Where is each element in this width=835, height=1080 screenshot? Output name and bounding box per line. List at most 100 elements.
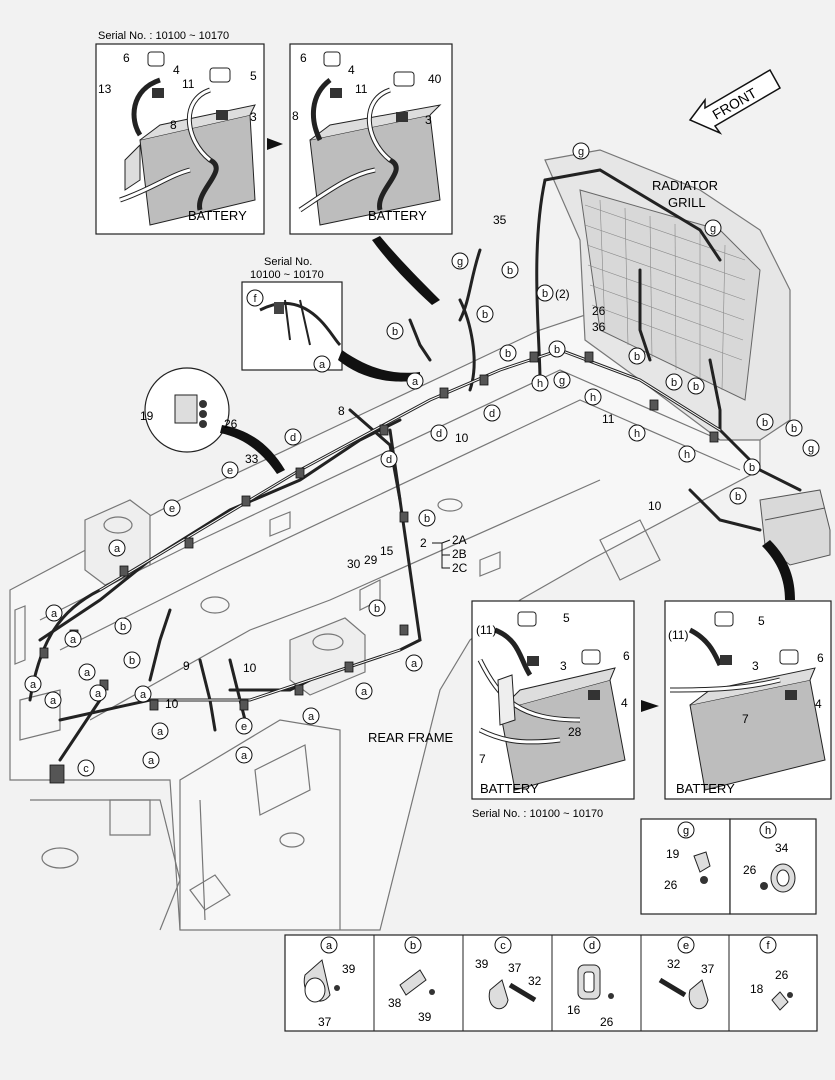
bottom-box-b-letter: b xyxy=(410,940,416,952)
pointer-bottom-inset xyxy=(762,540,795,600)
bottom-detail-boxes xyxy=(284,934,818,1032)
callout-2B: 2B xyxy=(452,547,467,561)
callout-6: 6 xyxy=(817,651,824,665)
svg-text:a: a xyxy=(140,689,147,701)
svg-text:a: a xyxy=(148,755,155,767)
svg-text:b: b xyxy=(735,491,741,503)
bottom-box-c-part-39: 39 xyxy=(475,957,489,971)
callout-7: 7 xyxy=(742,712,749,726)
battery-label-top-left: BATTERY xyxy=(188,208,247,223)
inset-bottom-right xyxy=(664,600,832,800)
svg-text:e: e xyxy=(227,465,233,477)
serial-small-line2: 10100 ~ 10170 xyxy=(250,269,324,281)
callout-11: 11 xyxy=(602,412,615,426)
svg-text:h: h xyxy=(590,392,596,404)
svg-text:b: b xyxy=(424,513,430,525)
detail-box-h xyxy=(729,818,817,915)
callout-11: 11 xyxy=(182,77,195,91)
callout-26: 26 xyxy=(592,304,606,318)
svg-text:b: b xyxy=(129,655,135,667)
svg-text:b: b xyxy=(507,265,513,277)
svg-text:d: d xyxy=(290,432,296,444)
bottom-box-a-letter: a xyxy=(326,940,333,952)
serial-small-line1: Serial No. xyxy=(264,256,312,268)
radiator-grill xyxy=(544,149,791,441)
callout-26: 26 xyxy=(224,417,238,431)
callout-4: 4 xyxy=(815,697,822,711)
svg-text:b: b xyxy=(374,603,380,615)
callout-7: 7 xyxy=(479,752,486,766)
detail-box-h-part-26: 26 xyxy=(743,863,757,877)
rear-frame-label: REAR FRAME xyxy=(368,730,454,745)
battery-label-bottom-right: BATTERY xyxy=(676,781,735,796)
callout-2C: 2C xyxy=(452,561,468,575)
callout-4: 4 xyxy=(621,696,628,710)
svg-text:g: g xyxy=(578,146,584,158)
inset-bottom-left xyxy=(471,600,635,800)
svg-text:b: b xyxy=(693,381,699,393)
callout-8: 8 xyxy=(170,118,177,132)
svg-text:a: a xyxy=(70,634,77,646)
svg-text:d: d xyxy=(436,428,442,440)
battery-label-bottom-left: BATTERY xyxy=(480,781,539,796)
callout-11-ref: (11) xyxy=(476,623,496,637)
callout-8: 8 xyxy=(338,404,345,418)
bottom-box-c-part-32: 32 xyxy=(528,974,542,988)
bottom-box-f-part-18: 18 xyxy=(750,982,764,996)
detail-box-h-letter: h xyxy=(765,825,771,837)
arrow-right-top xyxy=(267,138,283,150)
bottom-box-b-part-39: 39 xyxy=(418,1010,432,1024)
svg-text:b: b xyxy=(505,348,511,360)
svg-text:e: e xyxy=(169,503,175,515)
bottom-box-c-letter: c xyxy=(500,940,506,952)
callout-15: 15 xyxy=(380,544,394,558)
callout-8: 8 xyxy=(292,109,299,123)
arrow-right-bottom xyxy=(641,700,659,712)
callout-11: 11 xyxy=(355,82,368,96)
callout-10: 10 xyxy=(455,431,469,445)
callout-6: 6 xyxy=(623,649,630,663)
svg-text:a: a xyxy=(30,679,37,691)
svg-text:g: g xyxy=(457,256,463,268)
callout-6: 6 xyxy=(300,51,307,65)
pointer-circle xyxy=(220,425,285,474)
bottom-box-a-part-37: 37 xyxy=(318,1015,332,1029)
svg-text:b: b xyxy=(542,288,548,300)
callout-29: 29 xyxy=(364,553,378,567)
bottom-box-e-part-32: 32 xyxy=(667,957,681,971)
svg-text:b: b xyxy=(791,423,797,435)
svg-text:d: d xyxy=(386,454,392,466)
svg-text:a: a xyxy=(241,750,248,762)
callout-19: 19 xyxy=(140,409,154,423)
svg-text:g: g xyxy=(808,443,814,455)
callout-9: 9 xyxy=(183,659,190,673)
pointer-top-inset xyxy=(372,236,440,305)
callout-10: 10 xyxy=(243,661,257,675)
svg-text:b: b xyxy=(392,326,398,338)
svg-text:a: a xyxy=(51,608,58,620)
svg-text:b: b xyxy=(671,377,677,389)
svg-text:a: a xyxy=(157,726,164,738)
detail-box-g xyxy=(640,818,731,915)
bracket-2 xyxy=(432,539,451,569)
svg-text:b: b xyxy=(554,344,560,356)
inset-top-left xyxy=(95,43,265,235)
callout-2: 2 xyxy=(420,536,427,550)
callout-5: 5 xyxy=(758,614,765,628)
svg-text:a: a xyxy=(114,543,121,555)
svg-text:a: a xyxy=(361,686,368,698)
bottom-box-e-letter: e xyxy=(683,940,689,952)
callout-33: 33 xyxy=(245,452,259,466)
serial-label-bottom: Serial No. : 10100 ~ 10170 xyxy=(472,808,603,820)
callout-10: 10 xyxy=(648,499,662,513)
svg-text:e: e xyxy=(241,721,247,733)
svg-text:d: d xyxy=(489,408,495,420)
inset-top-right xyxy=(289,43,453,235)
callout-5: 5 xyxy=(250,69,257,83)
callout-3: 3 xyxy=(250,110,257,124)
bottom-box-f-letter: f xyxy=(766,940,770,952)
svg-text:a: a xyxy=(319,359,326,371)
bottom-box-b-part-38: 38 xyxy=(388,996,402,1010)
callout-13: 13 xyxy=(98,82,112,96)
callout-30: 30 xyxy=(347,557,361,571)
